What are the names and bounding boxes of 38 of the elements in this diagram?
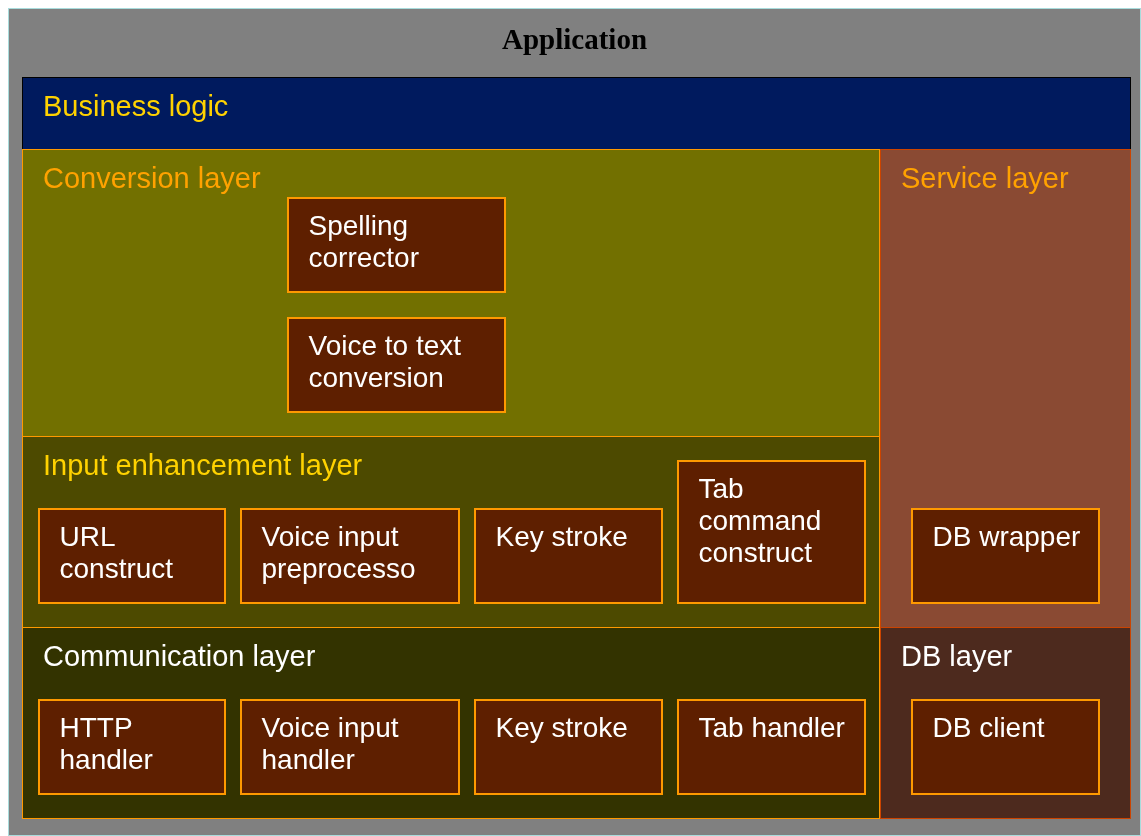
- layer-band: [880, 149, 1131, 628]
- component-label: Key stroke: [495, 520, 629, 553]
- component-label: Tab command construct: [698, 472, 823, 569]
- component-box: [286, 196, 506, 293]
- component-box: [676, 459, 866, 604]
- panel-title: Application: [501, 23, 648, 56]
- layer-title: Conversion layer: [43, 162, 261, 195]
- layer-band: [22, 77, 1131, 150]
- component-label: DB client: [932, 711, 1046, 744]
- component-label: DB wrapper: [932, 520, 1082, 553]
- layer-band: [22, 149, 880, 437]
- layer-band: [22, 436, 880, 628]
- component-label: URL construct: [59, 520, 175, 585]
- component-box: [910, 507, 1100, 604]
- layer-title: DB layer: [901, 640, 1013, 673]
- component-box: [239, 507, 460, 604]
- component-label: Voice to text conversion: [308, 329, 463, 394]
- layer-title: Business logic: [43, 90, 229, 123]
- layer-title: Input enhancement layer: [43, 449, 363, 482]
- component-box: [473, 698, 663, 795]
- component-box: [37, 698, 226, 795]
- layer-title: Service layer: [901, 162, 1069, 195]
- layer-band: [880, 627, 1131, 819]
- application-panel: [8, 8, 1141, 836]
- component-label: Voice input handler: [261, 711, 400, 776]
- component-box: [473, 507, 663, 604]
- component-box: [910, 698, 1100, 795]
- component-box: [37, 507, 226, 604]
- component-label: HTTP handler: [59, 711, 154, 776]
- component-label: Voice input preprocesso: [261, 520, 417, 585]
- component-box: [676, 698, 866, 795]
- component-box: [286, 316, 506, 413]
- layer-title: Communication layer: [43, 640, 316, 673]
- component-label: Tab handler: [698, 711, 846, 744]
- component-label: Spelling corrector: [308, 209, 420, 274]
- component-label: Key stroke: [495, 711, 629, 744]
- layer-band: [22, 627, 880, 819]
- component-box: [239, 698, 460, 795]
